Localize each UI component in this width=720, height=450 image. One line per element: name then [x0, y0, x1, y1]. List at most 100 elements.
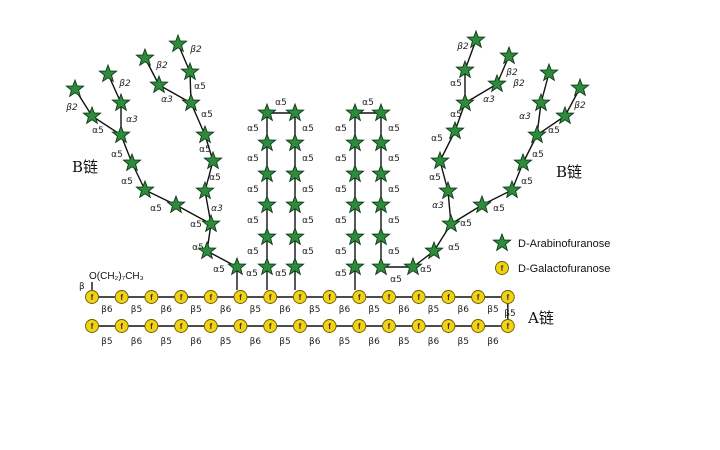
galactofuranose-residue: f	[471, 319, 486, 333]
linkage-label: α5	[247, 124, 259, 134]
galactofuranose-circle	[292, 290, 307, 304]
galactofuranose-residue: f	[174, 319, 189, 333]
linkage-label: α5	[275, 98, 287, 108]
arabinofuranose-star	[345, 102, 365, 122]
arabinofuranose-star	[502, 179, 522, 199]
galactofuranose-letter: f	[239, 293, 242, 302]
galactofuranose-circle	[471, 290, 486, 304]
linkage-label: α5	[302, 247, 314, 257]
galactan-row2-link-label: β6	[487, 337, 499, 347]
galactofuranose-residue: f	[233, 290, 248, 304]
arabinofuranose-star	[257, 256, 277, 276]
galactan-row1-link-label: β5	[309, 305, 320, 315]
galactofuranose-letter: f	[447, 293, 450, 302]
arabinofuranose-star	[539, 62, 559, 82]
galactofuranose-letter: f	[328, 293, 331, 302]
galactan-row1-link-label: β6	[101, 305, 113, 315]
linkage-label: α5	[246, 269, 258, 279]
galactofuranose-letter: f	[180, 293, 183, 302]
b-chain-right-label: B链	[556, 163, 582, 181]
galactan-row2-link-label: β5	[339, 337, 350, 347]
galactan-row1-link-label: β5	[190, 305, 201, 315]
arabinofuranose-star	[197, 240, 217, 260]
linkage-label: α5	[247, 247, 259, 257]
beta2-label: β2	[456, 42, 469, 52]
galactofuranose-circle	[263, 290, 278, 304]
galactofuranose-letter: f	[180, 322, 183, 331]
galactofuranose-letter: f	[417, 293, 420, 302]
linkage-label: α5	[150, 204, 162, 214]
linkage-label: α5	[493, 204, 505, 214]
galactofuranose-letter: f	[91, 293, 94, 302]
galactofuranose-residue: f	[500, 290, 515, 304]
linkage-label: α5	[388, 216, 400, 226]
b-chain-left-label: B链	[72, 158, 98, 176]
galactofuranose-residue: f	[203, 290, 218, 304]
arabinofuranose-star	[438, 180, 458, 200]
galactofuranose-circle	[144, 319, 159, 333]
arabinofuranose-star	[371, 194, 391, 214]
galactofuranose-circle	[500, 319, 515, 333]
linkage-label: α5	[460, 219, 472, 229]
arabinofuranose-star	[285, 226, 305, 246]
galactan-row2-link-label: β6	[309, 337, 321, 347]
linkage-label: α5	[335, 154, 347, 164]
linkage-label: α5	[448, 243, 460, 253]
galactan-row1-link-label: β5	[250, 305, 261, 315]
galactan-turn-link-label: β5	[504, 309, 515, 319]
arabinofuranose-star	[122, 152, 142, 172]
galactofuranose-circle	[352, 290, 367, 304]
linkage-label: α5	[390, 275, 402, 285]
galactofuranose-letter: f	[299, 293, 302, 302]
arabinofuranose-star	[466, 29, 486, 49]
arabinofuranose-star	[371, 256, 391, 276]
arabinofuranose-star	[82, 105, 102, 125]
galactofuranose-circle	[411, 290, 426, 304]
arabinofuranose-star	[195, 180, 215, 200]
alpha3-label: α3	[126, 115, 138, 125]
linkage-label: α5	[532, 150, 544, 160]
galactan-row1-link-label: β5	[428, 305, 439, 315]
galactofuranose-letter: f	[358, 322, 361, 331]
galactan-row1-link-label: β5	[368, 305, 379, 315]
arabinofuranose-star	[257, 226, 277, 246]
a-chain-label: A链	[527, 309, 554, 327]
linkage-label: α5	[429, 173, 441, 183]
galactofuranose-letter: f	[417, 322, 420, 331]
linkage-label: α5	[275, 269, 287, 279]
galactofuranose-circle	[263, 319, 278, 333]
galactofuranose-residue: f	[144, 319, 159, 333]
arabinofuranose-star	[180, 61, 200, 81]
legend: D-Arabinofuranose f D-Galactofuranose	[492, 232, 610, 275]
galactofuranose-residue: f	[263, 290, 278, 304]
galactan-row2-link-label: β6	[190, 337, 202, 347]
beta2-label: β2	[118, 79, 131, 89]
galactofuranose-letter: f	[91, 322, 94, 331]
arabinofuranose-star	[168, 33, 188, 53]
linkage-label: α5	[213, 265, 225, 275]
arabinofuranose-star	[257, 132, 277, 152]
galactofuranose-circle	[85, 319, 99, 333]
galactan-row1-link-label: β5	[487, 305, 498, 315]
legend-circle-glyph: f	[495, 261, 509, 275]
linkage-label: α5	[388, 154, 400, 164]
linkage-label: α5	[199, 145, 211, 155]
galactofuranose-circle	[174, 290, 189, 304]
alpha3-label: α3	[161, 95, 173, 105]
beta2-label: β2	[155, 61, 168, 71]
arabinofuranose-star	[487, 73, 507, 93]
galactan-row1-link-label: β6	[279, 305, 291, 315]
linkage-label: α5	[247, 216, 259, 226]
arabinofuranose-star	[345, 163, 365, 183]
arabinofuranose-star	[257, 163, 277, 183]
galactan-row1-link-label: β6	[458, 305, 470, 315]
galactofuranose-letter: f	[328, 322, 331, 331]
legend-galactose-label: D-Galactofuranose	[518, 263, 610, 275]
octyl-aglycone-label: O(CH₂)₇CH₃	[89, 271, 144, 282]
galactofuranose-circle	[114, 319, 129, 333]
beta2-label: β2	[505, 68, 518, 78]
galactofuranose-circle	[500, 290, 515, 304]
galactofuranose-circle	[174, 319, 189, 333]
galactofuranose-circle	[203, 319, 218, 333]
